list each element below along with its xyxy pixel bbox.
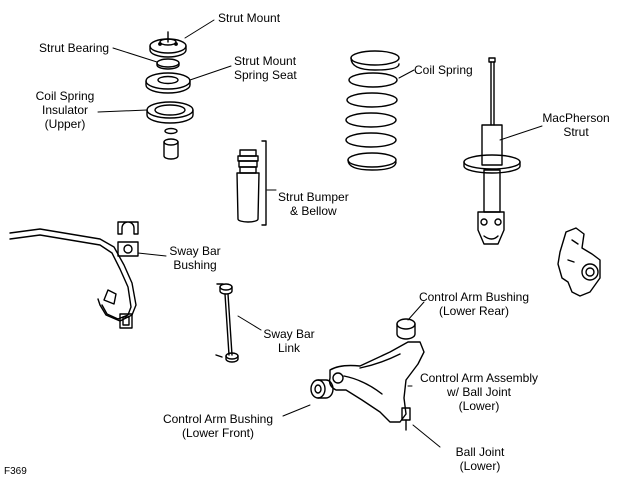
label-strut-bearing: Strut Bearing bbox=[39, 41, 110, 55]
label-control-arm-assembly: Control Arm Assembly w/ Ball Joint (Lowe… bbox=[412, 371, 546, 413]
label-strut-mount-spring-seat: Strut Mount Spring Seat bbox=[234, 54, 297, 82]
label-line: (Lower) bbox=[459, 459, 501, 473]
strut-bumper-bellow-part bbox=[236, 140, 267, 226]
label-line: Control Arm Bushing bbox=[162, 412, 274, 426]
label-line: & Bellow bbox=[290, 204, 337, 218]
label-sway-bar-link: Sway Bar Link bbox=[258, 327, 320, 355]
label-strut-mount: Strut Mount bbox=[218, 11, 281, 25]
control-arm-assembly-part bbox=[328, 341, 425, 431]
label-line: Strut bbox=[563, 125, 589, 139]
label-line: (Lower) bbox=[458, 399, 500, 413]
label-line: Strut Mount bbox=[234, 54, 297, 68]
strut-mount-part bbox=[149, 31, 187, 58]
label-coil-spring: Coil Spring bbox=[414, 63, 473, 77]
label-line: (Upper) bbox=[44, 117, 86, 131]
label-line: (Lower Front) bbox=[181, 426, 255, 440]
label-line: Link bbox=[277, 341, 300, 355]
label-ball-joint: Ball Joint (Lower) bbox=[448, 445, 512, 473]
label-coil-spring-insulator: Coil Spring Insulator (Upper) bbox=[34, 89, 96, 131]
label-line: Control Arm Assembly bbox=[419, 371, 539, 385]
label-line: Insulator bbox=[41, 103, 89, 117]
label-line: Sway Bar bbox=[263, 327, 315, 341]
label-line: MacPherson bbox=[542, 111, 610, 125]
control-arm-bushing-front-part bbox=[310, 379, 334, 399]
label-control-arm-bushing-front: Control Arm Bushing (Lower Front) bbox=[156, 412, 280, 440]
label-line: Ball Joint bbox=[455, 445, 505, 459]
macpherson-strut-part bbox=[463, 57, 521, 245]
coil-spring-part bbox=[345, 50, 400, 171]
label-line: Coil Spring bbox=[35, 89, 95, 103]
label-line: (Lower Rear) bbox=[438, 304, 510, 318]
label-line: Bushing bbox=[173, 258, 217, 272]
figure-id: F369 bbox=[4, 466, 27, 477]
coil-spring-insulator-part bbox=[146, 101, 194, 124]
sway-bar-bushing-part bbox=[117, 221, 139, 257]
strut-bearing-part bbox=[156, 58, 180, 70]
label-line: Sway Bar bbox=[169, 244, 221, 258]
control-arm-bushing-rear-part bbox=[396, 318, 416, 340]
label-sway-bar-bushing: Sway Bar Bushing bbox=[164, 244, 226, 272]
label-macpherson-strut: MacPherson Strut bbox=[536, 111, 616, 139]
label-line: w/ Ball Joint bbox=[446, 385, 512, 399]
steering-knuckle-part bbox=[557, 227, 601, 297]
leader-lines bbox=[97, 19, 543, 448]
sway-bar-part bbox=[9, 228, 137, 329]
label-strut-bumper-bellow: Strut Bumper & Bellow bbox=[278, 190, 349, 218]
label-line: Strut Bumper bbox=[278, 190, 349, 204]
label-line: Spring Seat bbox=[234, 68, 297, 82]
label-line: Control Arm Bushing bbox=[418, 290, 530, 304]
strut-bump-stop-part bbox=[163, 127, 179, 160]
spring-seat-part bbox=[145, 72, 191, 94]
label-control-arm-bushing-rear: Control Arm Bushing (Lower Rear) bbox=[414, 290, 534, 318]
sway-bar-link-part bbox=[215, 283, 239, 363]
